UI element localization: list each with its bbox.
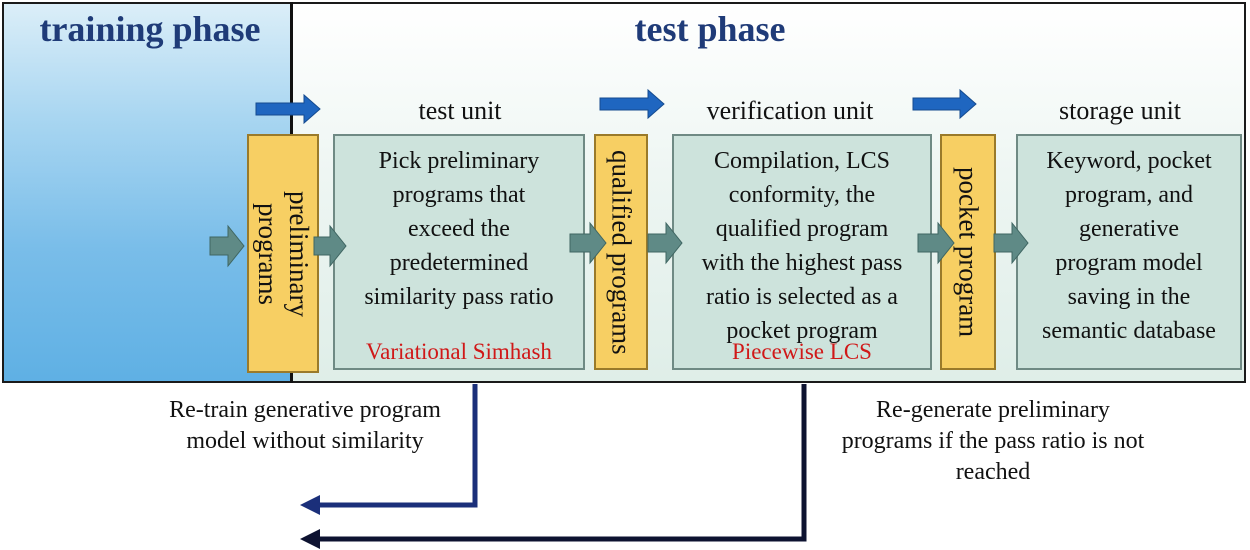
test-unit-description: Pick preliminary programs that exceed th… — [364, 148, 554, 310]
teal-arrow-4 — [647, 221, 683, 265]
retrain-feedback-line — [318, 384, 478, 508]
regenerate-feedback-line — [318, 384, 807, 542]
blue-arrow-1 — [255, 93, 321, 125]
verification-unit-label: verification unit — [706, 96, 874, 125]
test-phase-title: test phase — [634, 9, 786, 49]
blue-arrow-3 — [912, 88, 977, 120]
teal-arrow-5 — [917, 221, 955, 265]
preliminary-programs-box: preliminary programs — [247, 134, 319, 373]
test-unit-method: Variational Simhash — [366, 339, 552, 364]
preliminary-programs-label: preliminary programs — [253, 190, 314, 317]
teal-arrow-2 — [313, 224, 347, 268]
verification-unit-description: Compilation, LCS conformity, the qualifi… — [701, 148, 903, 344]
test-unit-box: Pick preliminary programs that exceed th… — [333, 134, 585, 370]
verification-unit-method: Piecewise LCS — [732, 339, 872, 364]
teal-arrow-3 — [569, 221, 607, 265]
storage-unit-box: Keyword, pocket program, and generative … — [1016, 134, 1242, 370]
test-unit-label: test unit — [418, 96, 502, 125]
qualified-programs-label: qualified programs — [606, 149, 637, 355]
pocket-program-label: pocket program — [953, 166, 984, 338]
training-phase-title: training phase — [39, 9, 261, 49]
storage-unit-label: storage unit — [1058, 96, 1182, 125]
regenerate-note: Re-generate preliminary programs if the … — [841, 397, 1145, 485]
verification-unit-box: Compilation, LCS conformity, the qualifi… — [672, 134, 932, 370]
qualified-programs-box: qualified programs — [594, 134, 648, 370]
training-phase-panel — [2, 2, 293, 383]
teal-arrow-6 — [993, 221, 1029, 265]
teal-arrow-1 — [209, 224, 245, 268]
retrain-arrowhead — [300, 495, 320, 515]
regenerate-arrowhead — [300, 529, 320, 549]
storage-unit-description: Keyword, pocket program, and generative … — [1042, 148, 1216, 344]
blue-arrow-2 — [599, 88, 665, 120]
retrain-note: Re-train generative program model withou… — [169, 397, 441, 454]
